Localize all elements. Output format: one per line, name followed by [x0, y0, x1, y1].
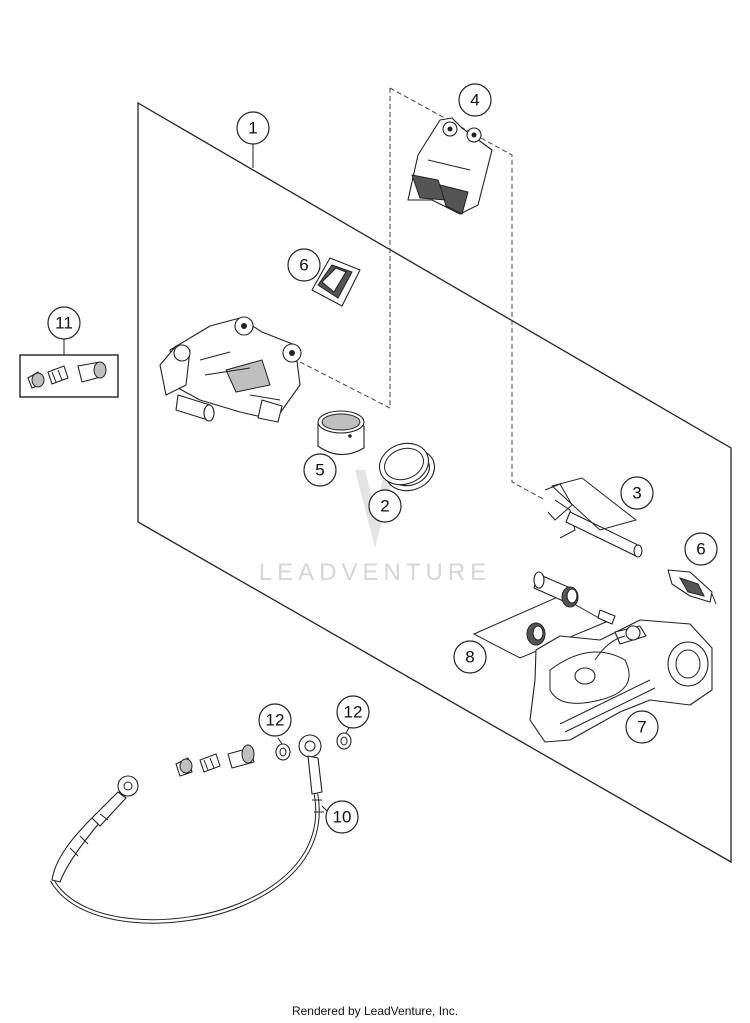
callout-8-label: 8 [465, 648, 474, 667]
caliper-bracket-part [529, 619, 713, 743]
callout-12-left-label: 12 [266, 711, 285, 730]
caliper-body-part [159, 316, 302, 423]
callout-1-label: 1 [248, 119, 257, 138]
bleed-fittings-kit-part [19, 338, 119, 398]
sealing-washers-part [275, 725, 352, 761]
callout-4: 4 [458, 83, 492, 117]
brake-hose-part [50, 734, 329, 924]
callout-1: 1 [236, 111, 270, 145]
callout-6-upper: 6 [287, 248, 321, 282]
pad-leader-line [299, 88, 391, 409]
callout-4-label: 4 [470, 91, 479, 110]
callout-12-right: 12 [336, 695, 370, 729]
callout-11: 11 [47, 306, 81, 340]
brake-pads-part [407, 117, 493, 215]
callout-8: 8 [453, 640, 487, 674]
footer-credit: Rendered by LeadVenture, Inc. [291, 1004, 459, 1018]
callout-11-label: 11 [55, 314, 73, 333]
callout-10: 10 [325, 800, 359, 834]
callout-6-right: 6 [684, 532, 718, 566]
callout-7-label: 7 [637, 718, 646, 737]
callout-10-label: 10 [333, 808, 352, 827]
pad-spring-upper-part [311, 257, 361, 307]
banjo-fittings-part [175, 744, 255, 777]
callout-2: 2 [368, 489, 402, 523]
callout-3-label: 3 [632, 484, 641, 503]
watermark: LEADVENTURE [259, 470, 491, 586]
callout-6-right-label: 6 [696, 540, 705, 559]
retaining-pin-part [544, 477, 643, 558]
callout-2-label: 2 [380, 497, 389, 516]
pin-leader-line [389, 87, 546, 501]
assembly-panel [137, 101, 732, 864]
callout-3: 3 [620, 476, 654, 510]
callout-7: 7 [625, 710, 659, 744]
piston-part [317, 410, 365, 456]
callout-6-upper-label: 6 [299, 256, 308, 275]
seal-rings-part [378, 442, 436, 492]
callout-12-right-label: 12 [344, 703, 363, 722]
callout-12-left: 12 [258, 703, 292, 737]
watermark-text: LEADVENTURE [259, 559, 491, 586]
pad-spring-right-part [667, 569, 717, 605]
guide-pins-part [472, 571, 616, 659]
callout-5: 5 [303, 453, 337, 487]
callout-5-label: 5 [315, 461, 324, 480]
